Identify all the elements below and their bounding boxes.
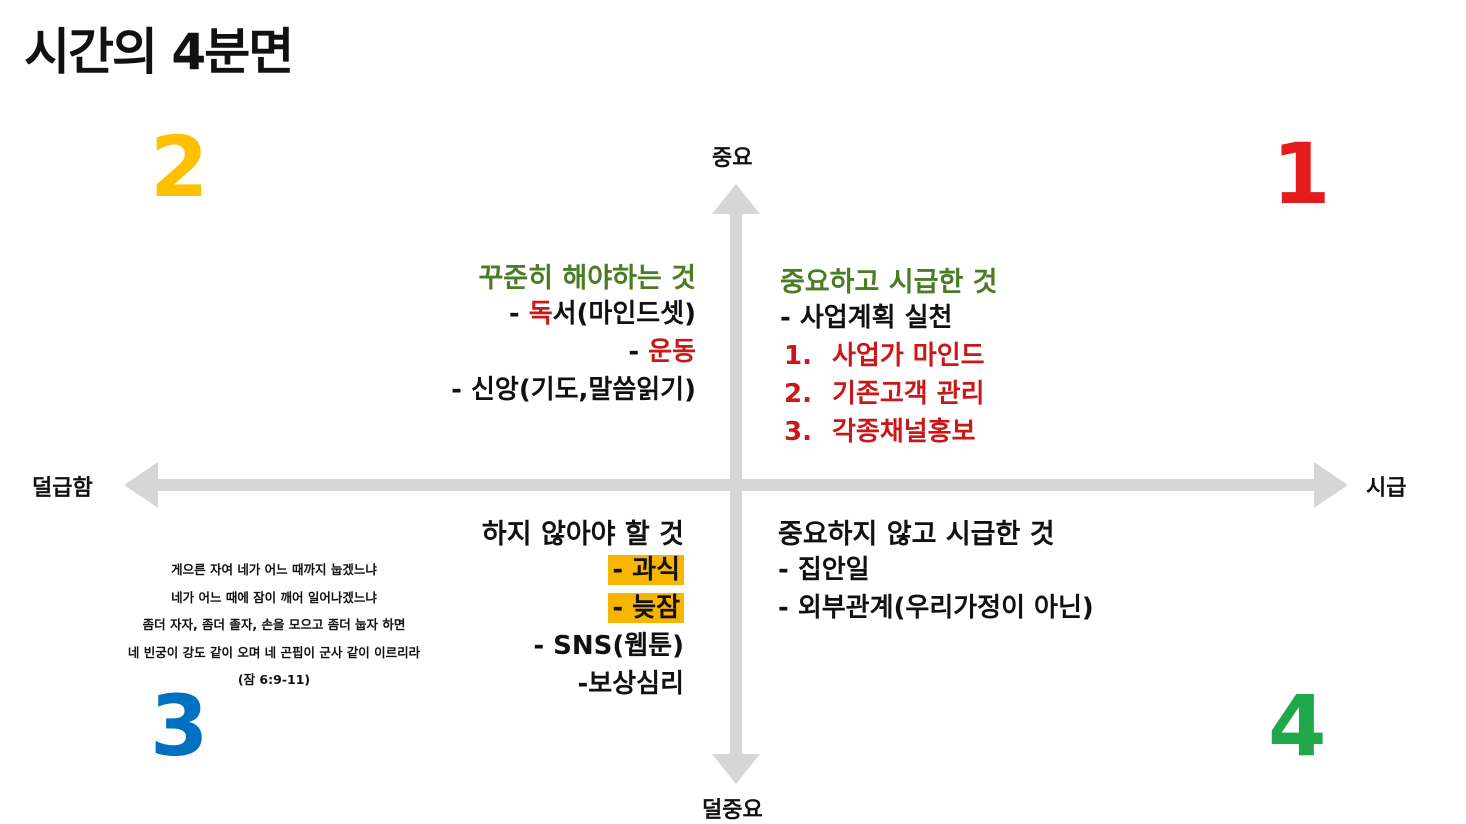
quadrant-number-4: 4 bbox=[1268, 677, 1327, 775]
quadrant1-block: 중요하고 시급한 것 - 사업계획 실천 1. 사업가 마인드 2. 기존고객 관리… bbox=[780, 260, 998, 451]
quadrant3-item-sns: - SNS(웹툰) bbox=[533, 631, 684, 661]
quadrant1-item-business-plan: - 사업계획 실천 bbox=[780, 303, 953, 333]
list-text: 기존고객 관리 bbox=[832, 379, 985, 409]
arrow-right bbox=[1314, 462, 1348, 508]
exercise-text: 운동 bbox=[648, 337, 696, 367]
quadrant2-item-exercise: - 운동 bbox=[451, 333, 696, 371]
quadrant4-item-external-relations: - 외부관계(우리가정이 아닌) bbox=[778, 593, 1094, 623]
reading-rest: 서(마인드셋) bbox=[552, 299, 696, 329]
quote-reference: (잠 6:9-11) bbox=[237, 672, 311, 687]
overeating-highlight: - 과식 bbox=[608, 555, 684, 585]
axis-label-urgent: 시급 bbox=[1366, 476, 1407, 501]
quadrant1-list-item: 1. 사업가 마인드 bbox=[780, 337, 998, 375]
reading-highlight: 독 bbox=[528, 299, 553, 329]
axis-label-less-urgent: 덜급함 bbox=[32, 476, 93, 501]
list-number: 2. bbox=[784, 379, 812, 409]
list-text: 사업가 마인드 bbox=[832, 341, 985, 371]
quadrant2-heading: 꾸준히 해야하는 것 bbox=[478, 263, 696, 294]
list-text: 각종채널홍보 bbox=[832, 417, 976, 447]
quote-line: 좀더 자자, 좀더 졸자, 손을 모으고 좀더 눕자 하면 bbox=[142, 617, 406, 632]
dash: - bbox=[628, 337, 649, 367]
quadrant2-item-reading: - 독서(마인드셋) bbox=[451, 295, 696, 333]
list-number: 3. bbox=[784, 417, 812, 447]
quadrant4-heading: 중요하지 않고 시급한 것 bbox=[778, 519, 1055, 550]
quadrant4-item-housework: - 집안일 bbox=[778, 555, 870, 585]
quadrant2-block: 꾸준히 해야하는 것 - 독서(마인드셋) - 운동 - 신앙(기도,말씀읽기) bbox=[451, 256, 696, 409]
dash: - bbox=[508, 299, 529, 329]
quadrant1-list-item: 2. 기존고객 관리 bbox=[780, 375, 998, 413]
arrow-down bbox=[712, 754, 760, 784]
oversleeping-highlight: - 늦잠 bbox=[608, 593, 684, 623]
arrow-left bbox=[124, 462, 158, 508]
quadrant3-item-reward: -보상심리 bbox=[577, 669, 684, 699]
axis-label-less-important: 덜중요 bbox=[702, 798, 763, 823]
list-number: 1. bbox=[784, 341, 812, 371]
arrow-up bbox=[712, 184, 760, 214]
quadrant-number-1: 1 bbox=[1272, 125, 1331, 223]
quadrant1-list-item: 3. 각종채널홍보 bbox=[780, 413, 998, 451]
bible-quote: 게으른 자여 네가 어느 때까지 눕겠느냐 네가 어느 때에 잠이 깨어 일어나… bbox=[104, 556, 444, 694]
quadrant3-heading: 하지 않아야 할 것 bbox=[481, 519, 684, 550]
quadrant3-block: 하지 않아야 할 것 - 과식 - 늦잠 - SNS(웹툰) -보상심리 bbox=[482, 512, 684, 703]
quadrant3-item-overeating: - 과식 bbox=[482, 551, 684, 589]
quadrant-number-2: 2 bbox=[150, 118, 209, 216]
page-title: 시간의 4분면 bbox=[24, 23, 294, 81]
quote-line: 네가 어느 때에 잠이 깨어 일어나겠느냐 bbox=[171, 589, 377, 605]
quadrant-number-3: 3 bbox=[150, 677, 209, 775]
quadrant2-item-faith: - 신앙(기도,말씀읽기) bbox=[451, 375, 696, 405]
quote-line: 게으른 자여 네가 어느 때까지 눕겠느냐 bbox=[171, 562, 377, 577]
quote-line: 네 빈궁이 강도 같이 오며 네 곤핍이 군사 같이 이르리라 bbox=[127, 644, 421, 660]
quadrant4-block: 중요하지 않고 시급한 것 - 집안일 - 외부관계(우리가정이 아닌) bbox=[778, 512, 1094, 627]
quadrant3-item-oversleeping: - 늦잠 bbox=[482, 589, 684, 627]
quadrant1-heading: 중요하고 시급한 것 bbox=[780, 267, 998, 298]
horizontal-axis bbox=[124, 462, 1348, 508]
axis-label-important: 중요 bbox=[712, 146, 753, 171]
